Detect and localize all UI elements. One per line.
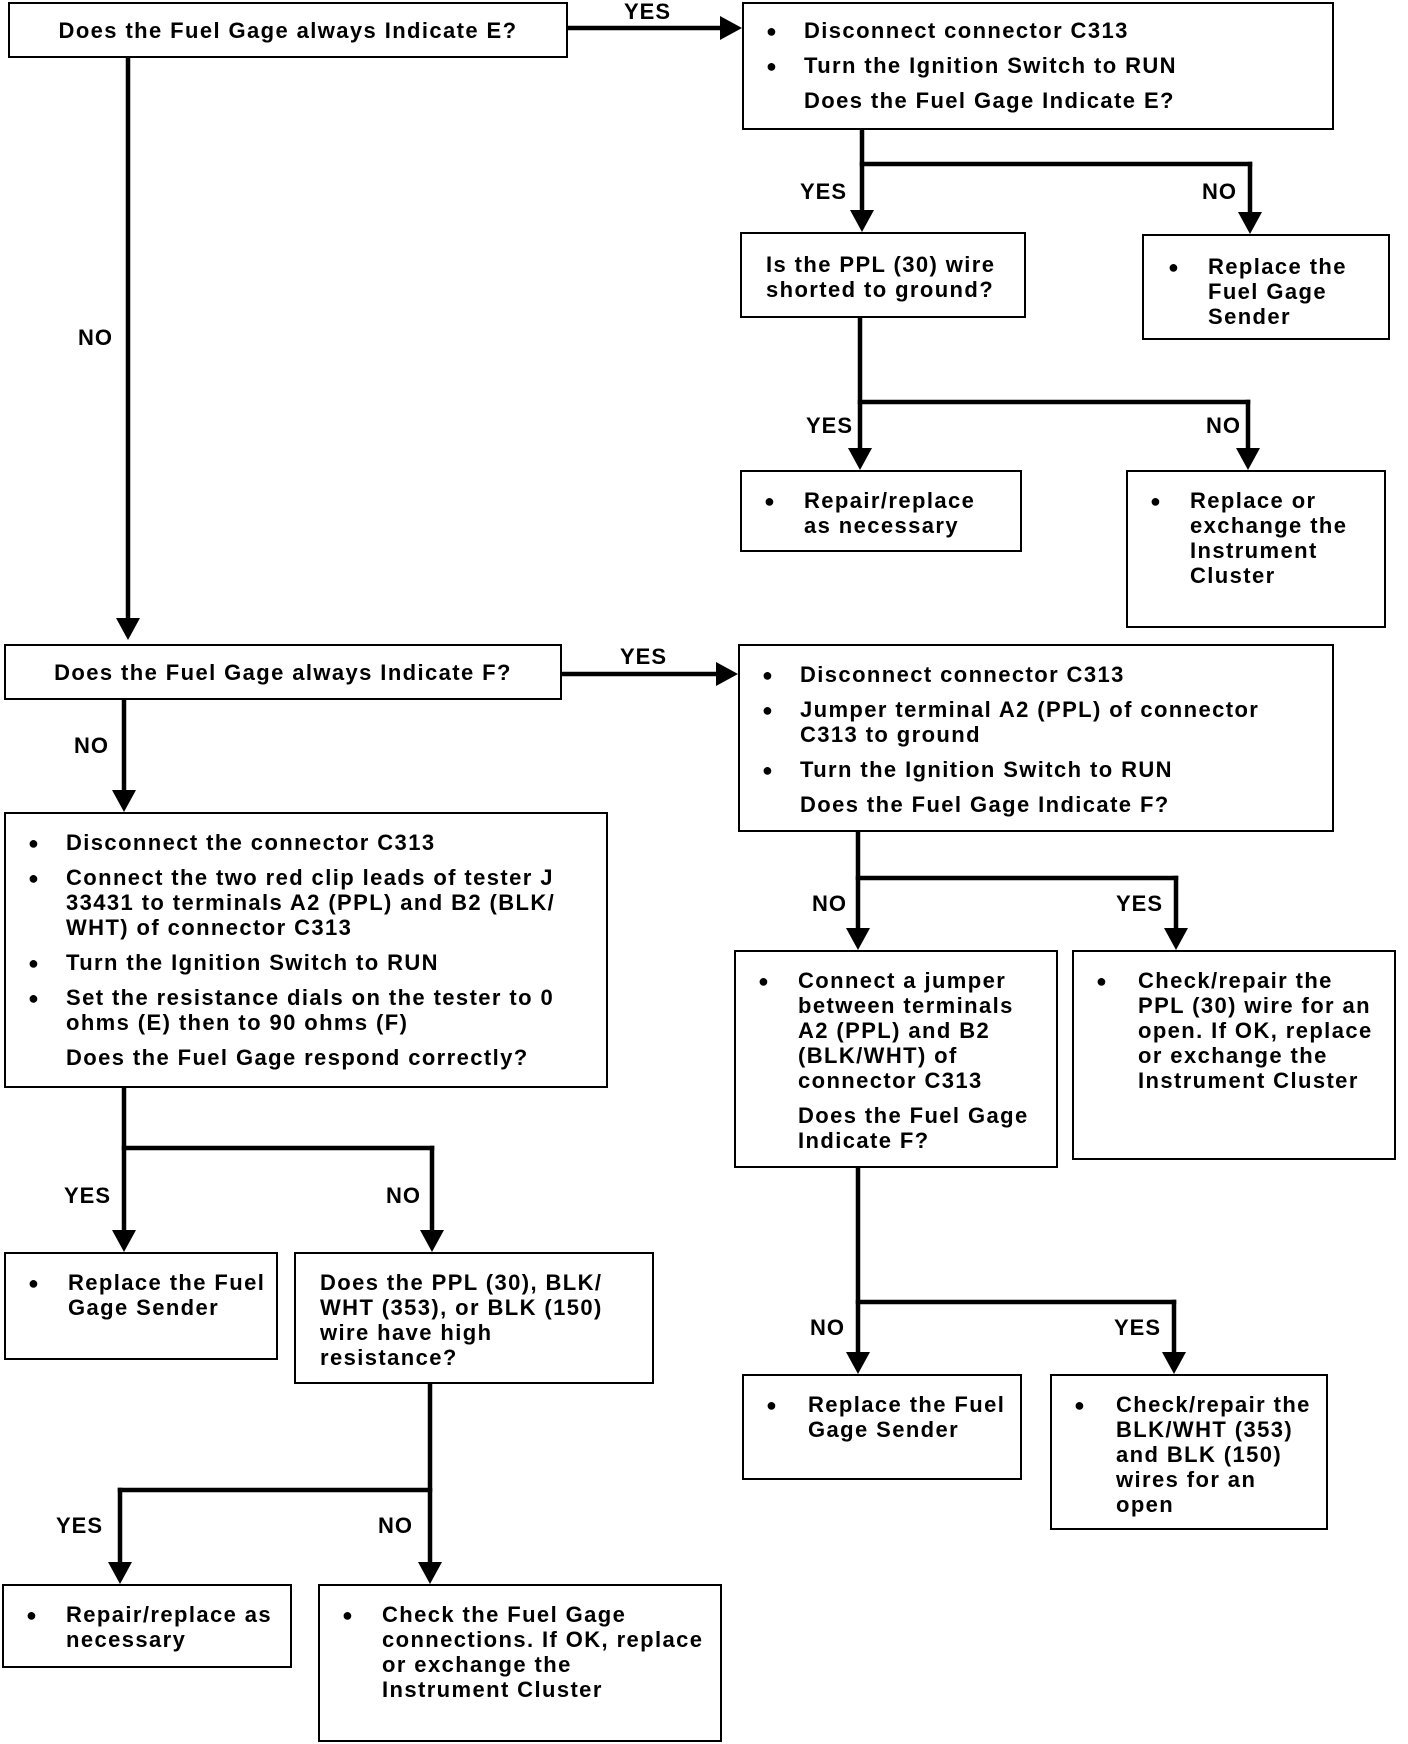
arrow-right-icon <box>720 16 742 40</box>
step-item: ●Replace the Fuel Gage Sender <box>1168 254 1347 329</box>
bullet-icon: ● <box>28 1273 41 1293</box>
branch-label-yes: YES <box>620 644 668 669</box>
bullet-icon: ● <box>28 868 41 888</box>
branch-label-no: NO <box>1202 179 1237 204</box>
branch-label-no: NO <box>810 1315 845 1340</box>
action-box-repair-replace: ●Repair/replace as necessary <box>740 470 1022 552</box>
bullet-icon: ● <box>1150 491 1163 511</box>
arrow-down-icon <box>1238 212 1262 234</box>
branch-label-yes: YES <box>624 0 672 24</box>
arrow-down-icon <box>846 928 870 950</box>
test-box-resistance-tester: ●Disconnect the connector C313 ●Connect … <box>4 812 608 1088</box>
bullet-icon: ● <box>342 1605 355 1625</box>
arrow-down-icon <box>1236 448 1260 470</box>
branch-label-no: NO <box>812 891 847 916</box>
arrow-down-icon <box>112 790 136 812</box>
test-box-full-reading: ●Disconnect connector C313 ●Jumper termi… <box>738 644 1334 832</box>
step-item: ●Turn the Ignition Switch to RUN <box>28 950 439 975</box>
bullet-icon: ● <box>28 833 41 853</box>
step-item: ●Turn the Ignition Switch to RUN <box>766 53 1177 78</box>
arrow-down-icon <box>112 1230 136 1252</box>
step-item: ●Turn the Ignition Switch to RUN <box>762 757 1173 782</box>
arrow-down-icon <box>420 1230 444 1252</box>
branch-label-yes: YES <box>1114 1315 1162 1340</box>
branch-label-no: NO <box>78 325 113 350</box>
step-item: ●Check the Fuel Gage connections. If OK,… <box>342 1602 704 1702</box>
question-box-always-full: Does the Fuel Gage always Indicate F? <box>4 644 562 700</box>
branch-label-no: NO <box>378 1513 413 1538</box>
step-item: ●Jumper terminal A2 (PPL) of connector C… <box>762 697 1260 747</box>
bullet-icon: ● <box>766 1395 779 1415</box>
arrow-down-icon <box>850 210 874 232</box>
arrow-down-icon <box>846 1352 870 1374</box>
bullet-icon: ● <box>1074 1395 1087 1415</box>
branch-label-yes: YES <box>800 179 848 204</box>
action-box-check-connections: ●Check the Fuel Gage connections. If OK,… <box>318 1584 722 1742</box>
question-text: Does the Fuel Gage always Indicate E? <box>58 17 518 43</box>
bullet-icon: ● <box>762 665 775 685</box>
step-item: ●Repair/replace as necessary <box>26 1602 273 1652</box>
bullet-icon: ● <box>26 1605 39 1625</box>
question-text: Does the Fuel Gage Indicate E? <box>804 88 1175 113</box>
step-item: ●Replace the Fuel Gage Sender <box>28 1270 266 1320</box>
action-box-repair-replace: ●Repair/replace as necessary <box>2 1584 292 1668</box>
action-box-replace-cluster: ●Replace or exchange the Instrument Clus… <box>1126 470 1386 628</box>
bullet-icon: ● <box>1168 257 1181 277</box>
bullet-icon: ● <box>766 21 779 41</box>
step-item: ●Replace the Fuel Gage Sender <box>766 1392 1006 1442</box>
arrow-down-icon <box>418 1562 442 1584</box>
question-text: Is the PPL (30) wire shorted to ground? <box>766 252 996 302</box>
bullet-icon: ● <box>766 56 779 76</box>
bullet-icon: ● <box>764 491 777 511</box>
test-box-jumper: ●Connect a jumper between terminals A2 (… <box>734 950 1058 1168</box>
question-text: Does the PPL (30), BLK/ WHT (353), or BL… <box>320 1270 603 1370</box>
bullet-icon: ● <box>28 953 41 973</box>
arrow-down-icon <box>116 618 140 640</box>
action-box-check-blk-open: ●Check/repair the BLK/WHT (353) and BLK … <box>1050 1374 1328 1530</box>
bullet-icon: ● <box>762 760 775 780</box>
arrow-down-icon <box>1162 1352 1186 1374</box>
bullet-icon: ● <box>1096 971 1109 991</box>
question-text: Does the Fuel Gage Indicate F? <box>800 792 1170 817</box>
question-box-ppl-short: Is the PPL (30) wire shorted to ground? <box>740 232 1026 318</box>
action-box-replace-sender: ●Replace the Fuel Gage Sender <box>4 1252 278 1360</box>
question-text: Does the Fuel Gage respond correctly? <box>66 1045 529 1070</box>
question-text: Does the Fuel Gage Indicate F? <box>798 1103 1029 1153</box>
branch-label-yes: YES <box>56 1513 104 1538</box>
action-box-check-ppl-open: ●Check/repair the PPL (30) wire for an o… <box>1072 950 1396 1160</box>
step-item: ●Check/repair the PPL (30) wire for an o… <box>1096 968 1373 1093</box>
action-box-replace-sender: ●Replace the Fuel Gage Sender <box>742 1374 1022 1480</box>
step-item: ●Disconnect connector C313 <box>762 662 1125 687</box>
bullet-icon: ● <box>758 971 771 991</box>
test-box-empty-reading: ●Disconnect connector C313 ●Turn the Ign… <box>742 2 1334 130</box>
step-item: ●Connect a jumper between terminals A2 (… <box>758 968 1014 1093</box>
bullet-icon: ● <box>762 700 775 720</box>
question-box-always-empty: Does the Fuel Gage always Indicate E? <box>8 2 568 58</box>
step-item: ●Replace or exchange the Instrument Clus… <box>1150 488 1348 588</box>
branch-label-yes: YES <box>806 413 854 438</box>
arrow-right-icon <box>716 662 738 686</box>
step-item: ●Repair/replace as necessary <box>764 488 976 538</box>
question-text: Does the Fuel Gage always Indicate F? <box>54 659 512 685</box>
step-item: ●Set the resistance dials on the tester … <box>28 985 555 1035</box>
bullet-icon: ● <box>28 988 41 1008</box>
branch-label-yes: YES <box>64 1183 112 1208</box>
step-item: ●Check/repair the BLK/WHT (353) and BLK … <box>1074 1392 1311 1517</box>
step-item: ●Disconnect the connector C313 <box>28 830 436 855</box>
arrow-down-icon <box>848 448 872 470</box>
action-box-replace-sender: ●Replace the Fuel Gage Sender <box>1142 234 1390 340</box>
arrow-down-icon <box>108 1562 132 1584</box>
step-item: ●Connect the two red clip leads of teste… <box>28 865 556 940</box>
step-item: ●Disconnect connector C313 <box>766 18 1129 43</box>
branch-label-no: NO <box>74 733 109 758</box>
question-box-high-resistance: Does the PPL (30), BLK/ WHT (353), or BL… <box>294 1252 654 1384</box>
arrow-down-icon <box>1164 928 1188 950</box>
branch-label-no: NO <box>1206 413 1241 438</box>
branch-label-yes: YES <box>1116 891 1164 916</box>
branch-label-no: NO <box>386 1183 421 1208</box>
